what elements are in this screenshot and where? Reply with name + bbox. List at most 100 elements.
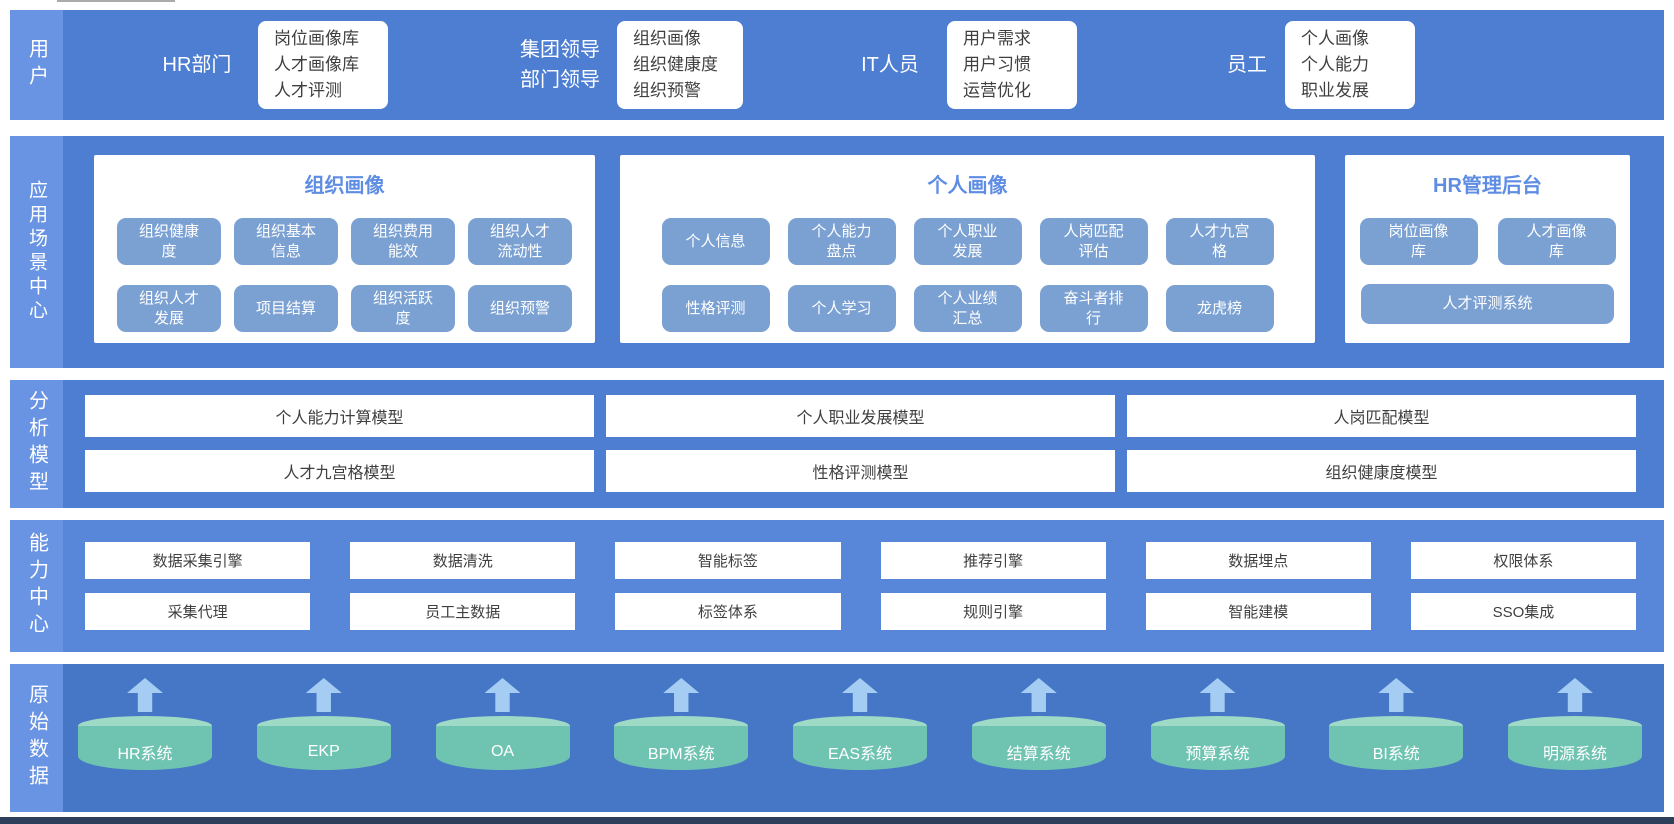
- capability-bar: 规则引擎: [880, 593, 1106, 630]
- user-needs-card: 组织画像 组织健康度 组织预警: [617, 21, 743, 109]
- model-bar: 人才九宫格模型: [85, 450, 594, 492]
- capability-bar: 数据埋点: [1145, 542, 1371, 579]
- scenario-tile-row: 性格评测个人学习个人业绩 汇总奋斗者排 行龙虎榜: [620, 285, 1315, 332]
- capability-bar: 数据清洗: [350, 542, 576, 579]
- user-role-label: IT人员: [861, 54, 919, 76]
- band-caps-strip: 能力中心: [10, 520, 63, 652]
- capability-bar: SSO集成: [1410, 593, 1636, 630]
- up-arrow-icon: [842, 678, 878, 712]
- scenario-tile: 组织基本 信息: [234, 218, 338, 265]
- scenario-tile: 组织预警: [468, 285, 572, 332]
- model-bar: 个人职业发展模型: [606, 395, 1115, 437]
- system-cylinder: OA: [435, 716, 570, 770]
- model-bar: 性格评测模型: [606, 450, 1115, 492]
- scenario-tile: 组织活跃 度: [351, 285, 455, 332]
- scenario-tile: 奋斗者排 行: [1039, 285, 1148, 332]
- scenario-tile: 龙虎榜: [1165, 285, 1274, 332]
- scenario-panel-title: HR管理后台: [1433, 175, 1542, 197]
- capability-bar: 智能标签: [615, 542, 841, 579]
- system-cylinder: BI系统: [1329, 716, 1464, 770]
- band-capability-center: 能力中心 数据采集引擎数据清洗智能标签推荐引擎数据埋点权限体系采集代理员工主数据…: [10, 520, 1664, 652]
- scenario-tile-row: 岗位画像 库人才画像 库: [1345, 218, 1630, 265]
- system-name: EAS系统: [793, 726, 927, 770]
- scenario-tile: 岗位画像 库: [1359, 218, 1478, 265]
- system-name: BPM系统: [614, 726, 749, 770]
- user-role-label: 集团领导 部门领导: [520, 39, 600, 91]
- up-arrow-icon: [1557, 678, 1593, 712]
- band-caps-label: 能力中心: [25, 532, 48, 640]
- model-bar: 组织健康度模型: [1127, 450, 1636, 492]
- scenario-tile: 个人学习: [787, 285, 896, 332]
- system-name: EKP: [256, 726, 391, 770]
- system-cylinder: 明源系统: [1508, 716, 1642, 770]
- source-system: 结算系统: [971, 678, 1106, 770]
- source-system: BI系统: [1329, 678, 1464, 770]
- source-system: EAS系统: [793, 678, 927, 770]
- capability-bar: 采集代理: [85, 593, 311, 630]
- scenario-tile-row: 人才评测系统: [1345, 284, 1630, 324]
- scenario-tile: 人才九宫 格: [1165, 218, 1274, 265]
- system-name: 预算系统: [1150, 726, 1285, 770]
- source-system: HR系统: [78, 678, 212, 770]
- model-bar: 个人能力计算模型: [85, 395, 594, 437]
- system-cylinder: EAS系统: [793, 716, 927, 770]
- scenario-tile: 组织健康 度: [117, 218, 221, 265]
- band-models-strip: 分析模型: [10, 380, 63, 508]
- up-arrow-icon: [663, 678, 700, 712]
- source-system: 预算系统: [1150, 678, 1285, 770]
- scenario-tile: 个人信息: [661, 218, 770, 265]
- scenario-panel: HR管理后台岗位画像 库人才画像 库人才评测系统: [1345, 155, 1630, 343]
- scenario-tile: 组织人才 流动性: [468, 218, 572, 265]
- capability-bar: 标签体系: [615, 593, 841, 630]
- system-name: HR系统: [78, 726, 212, 770]
- up-arrow-icon: [1199, 678, 1236, 712]
- capability-bar: 智能建模: [1145, 593, 1371, 630]
- scenario-tile: 个人职业 发展: [913, 218, 1022, 265]
- band-scenarios-strip: 应用场景中心: [10, 136, 63, 368]
- capability-bar: 权限体系: [1410, 542, 1636, 579]
- scenario-tile-row: 组织人才 发展项目结算组织活跃 度组织预警: [94, 285, 595, 332]
- capability-bar: 数据采集引擎: [85, 542, 311, 579]
- system-name: BI系统: [1329, 726, 1464, 770]
- user-role-label: HR部门: [162, 54, 232, 76]
- scenario-tile-row: 个人信息个人能力 盘点个人职业 发展人岗匹配 评估人才九宫 格: [620, 218, 1315, 265]
- band-users-strip: 用户: [10, 10, 63, 120]
- band-application-scenarios: 应用场景中心 组织画像组织健康 度组织基本 信息组织费用 能效组织人才 流动性组…: [10, 136, 1664, 368]
- scenario-panel-title: 组织画像: [304, 175, 385, 197]
- source-systems: HR系统 EKP OA BPM系统 EAS系统结算系统预算系统 BI系统明源系统: [78, 678, 1642, 770]
- up-arrow-icon: [1378, 678, 1415, 712]
- up-arrow-icon: [1020, 678, 1057, 712]
- system-name: 结算系统: [971, 726, 1106, 770]
- band-users: 用户 HR部门岗位画像库 人才画像库 人才评测集团领导 部门领导组织画像 组织健…: [10, 10, 1664, 120]
- system-cylinder: 结算系统: [971, 716, 1106, 770]
- band-scenarios-label: 应用场景中心: [26, 180, 47, 324]
- band-raw-label: 原始数据: [25, 684, 48, 792]
- scenario-tile: 项目结算: [234, 285, 338, 332]
- top-edge-line: [57, 0, 175, 2]
- system-cylinder: HR系统: [78, 716, 212, 770]
- user-needs-card: 个人画像 个人能力 职业发展: [1285, 21, 1415, 109]
- system-cylinder: 预算系统: [1150, 716, 1285, 770]
- band-raw-strip: 原始数据: [10, 664, 63, 812]
- scenario-tile: 人才评测系统: [1361, 284, 1614, 324]
- source-system: OA: [435, 678, 570, 770]
- band-users-label: 用户: [25, 38, 48, 92]
- capability-bar: 推荐引擎: [880, 542, 1106, 579]
- models-grid: 个人能力计算模型个人职业发展模型人岗匹配模型人才九宫格模型性格评测模型组织健康度…: [85, 395, 1636, 492]
- user-needs-card: 用户需求 用户习惯 运营优化: [947, 21, 1077, 109]
- capabilities-grid: 数据采集引擎数据清洗智能标签推荐引擎数据埋点权限体系采集代理员工主数据标签体系规…: [85, 542, 1636, 630]
- scenario-panel: 组织画像组织健康 度组织基本 信息组织费用 能效组织人才 流动性组织人才 发展项…: [94, 155, 595, 343]
- bottom-edge-bar: [0, 817, 1674, 824]
- system-name: OA: [435, 726, 570, 770]
- scenario-tile-row: 组织健康 度组织基本 信息组织费用 能效组织人才 流动性: [94, 218, 595, 265]
- band-models-label: 分析模型: [25, 390, 48, 498]
- scenario-tile: 组织费用 能效: [351, 218, 455, 265]
- scenario-tile: 人才画像 库: [1497, 218, 1616, 265]
- scenario-panel-title: 个人画像: [927, 175, 1008, 197]
- system-cylinder: BPM系统: [614, 716, 749, 770]
- source-system: BPM系统: [614, 678, 749, 770]
- up-arrow-icon: [127, 678, 163, 712]
- source-system: EKP: [256, 678, 391, 770]
- band-raw-data: 原始数据 HR系统 EKP OA BPM系统 EAS系统结算系统预算系统 BI系统明源系统: [10, 664, 1664, 812]
